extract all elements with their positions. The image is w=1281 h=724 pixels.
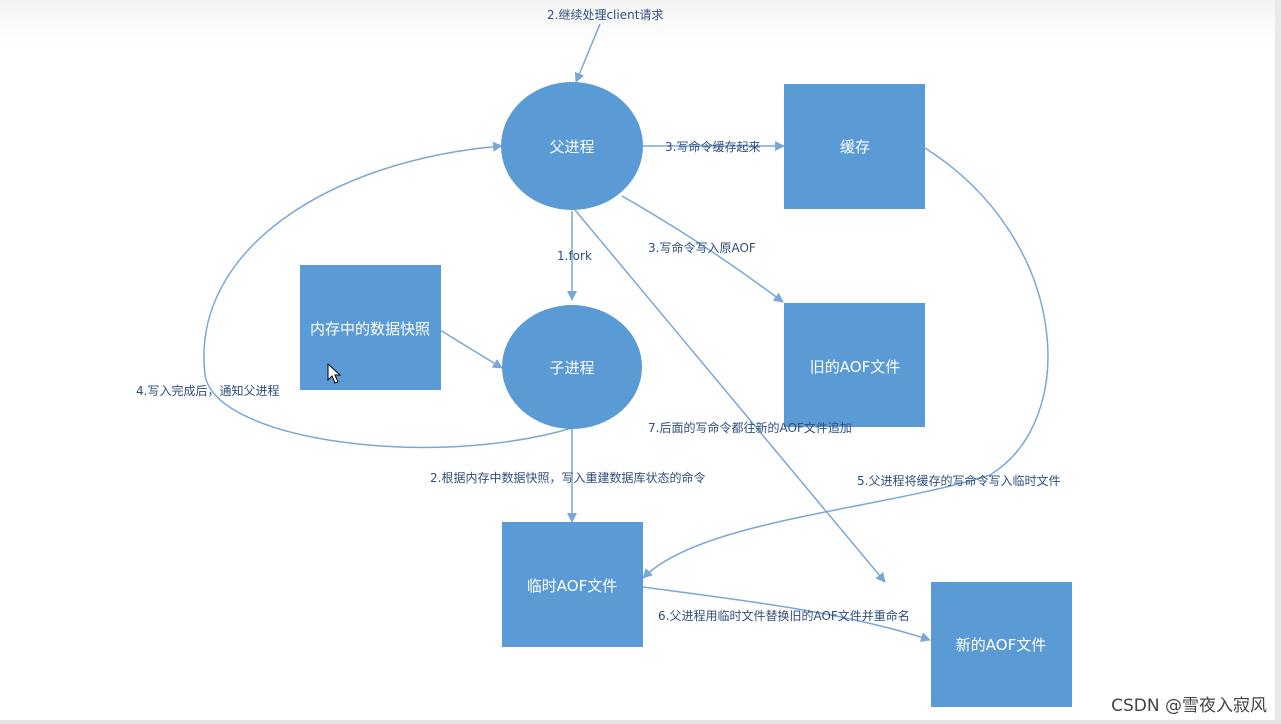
window-top-band bbox=[0, 0, 1281, 44]
edge-label-notify-parent: 4.写入完成后，通知父进程 bbox=[136, 383, 279, 398]
temp-aof-label: 临时AOF文件 bbox=[527, 577, 617, 595]
edge-label-write-temp-aof: 2.根据内存中数据快照，写入重建数据库状态的命令 bbox=[430, 470, 705, 485]
edge-label-fork: 1.fork bbox=[557, 249, 592, 263]
edge-parent-to-new-aof bbox=[574, 209, 886, 583]
cache-label: 缓存 bbox=[840, 138, 870, 156]
parent-process-label: 父进程 bbox=[549, 138, 594, 156]
edge-label-write-old-aof: 3.写命令写入原AOF bbox=[648, 240, 756, 255]
new-aof-node bbox=[931, 582, 1072, 707]
csdn-watermark: CSDN @雪夜入寂风 bbox=[1111, 696, 1267, 716]
parent-process-node bbox=[501, 82, 643, 210]
window-right-edge bbox=[1275, 0, 1281, 724]
cache-node bbox=[784, 84, 925, 209]
edge-cache-to-temp-aof bbox=[642, 147, 1049, 579]
edge-label-replace-rename: 6.父进程用临时文件替换旧的AOF文件并重命名 bbox=[658, 608, 910, 623]
temp-aof-node bbox=[502, 522, 643, 647]
edge-temp-to-new-aof bbox=[642, 586, 931, 642]
edge-label-append-new-aof: 7.后面的写命令都往新的AOF文件追加 bbox=[648, 420, 852, 435]
edge-label-cache-commands: 3.写命令缓存起来 bbox=[665, 139, 760, 154]
mouse-cursor-icon bbox=[327, 362, 342, 384]
edge-child-notify-parent bbox=[203, 141, 573, 449]
memory-snapshot-label: 内存中的数据快照 bbox=[310, 320, 430, 338]
window-bottom-edge bbox=[0, 720, 1281, 724]
edge-snapshot-to-child bbox=[439, 329, 503, 369]
edge-label-handle-client: 2.继续处理client请求 bbox=[547, 8, 663, 22]
edge-label-cache-to-temp: 5.父进程将缓存的写命令写入临时文件 bbox=[857, 473, 1060, 488]
memory-snapshot-node bbox=[300, 265, 441, 390]
new-aof-label: 新的AOF文件 bbox=[956, 636, 1046, 654]
child-process-label: 子进程 bbox=[549, 359, 594, 377]
edge-parent-to-old-aof bbox=[621, 195, 784, 303]
edge-client-to-parent bbox=[574, 23, 601, 83]
old-aof-node bbox=[784, 303, 925, 427]
child-process-node bbox=[502, 305, 642, 429]
old-aof-label: 旧的AOF文件 bbox=[810, 358, 900, 376]
